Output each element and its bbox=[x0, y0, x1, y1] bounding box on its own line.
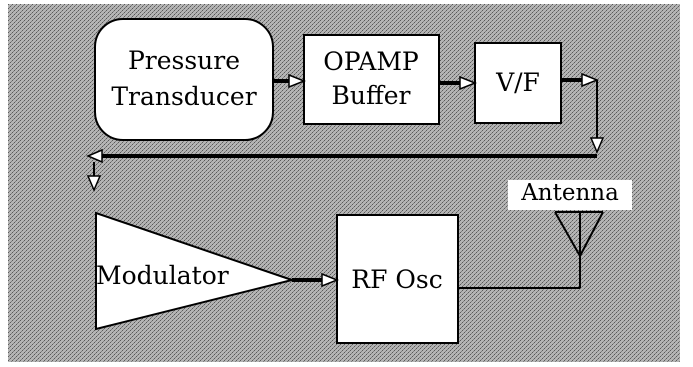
antenna-symbol: Antenna bbox=[508, 180, 632, 288]
arrow-vf-output bbox=[581, 72, 600, 88]
arrow-into-opamp bbox=[288, 73, 307, 89]
antenna-label: Antenna bbox=[520, 180, 619, 206]
arrow-vf-down bbox=[589, 137, 605, 154]
arrow-into-modulator bbox=[86, 175, 102, 192]
modulator-label: Modulator bbox=[96, 261, 229, 290]
vf-block: V/F bbox=[474, 42, 562, 124]
rf-osc-label: RF Osc bbox=[351, 265, 442, 294]
pressure-transducer-label-line1: Pressure bbox=[128, 46, 240, 75]
rf-osc-block: RF Osc bbox=[336, 214, 459, 344]
modulator-block: Modulator bbox=[95, 211, 296, 331]
pressure-transducer-label-line2: Transducer bbox=[111, 82, 256, 111]
pressure-transducer-block: Pressure Transducer bbox=[94, 18, 274, 141]
opamp-buffer-label-line2: Buffer bbox=[332, 81, 411, 110]
vf-label: V/F bbox=[495, 68, 540, 97]
arrow-return-left bbox=[86, 148, 103, 164]
opamp-buffer-block: OPAMP Buffer bbox=[303, 34, 440, 125]
arrow-into-rfosc bbox=[321, 272, 340, 288]
opamp-buffer-label-line1: OPAMP bbox=[323, 47, 419, 76]
arrow-into-vf bbox=[459, 75, 478, 91]
signal-wires bbox=[86, 72, 605, 289]
